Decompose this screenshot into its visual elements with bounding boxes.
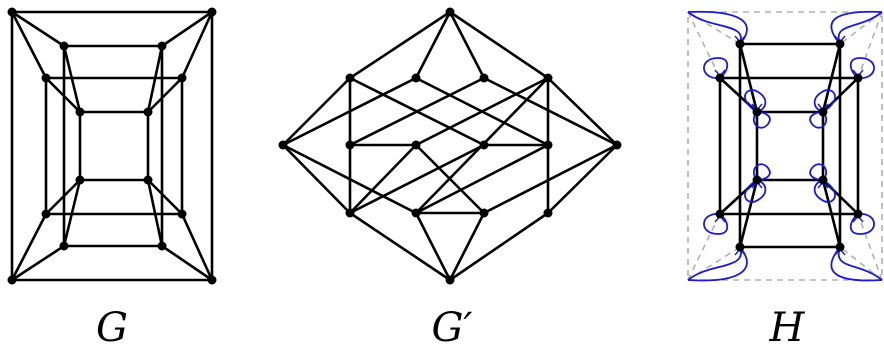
graph-g [7,7,217,285]
label-h: H [769,305,806,351]
graph-g-prime [278,7,622,285]
label-g-prime: G′ [431,305,472,351]
label-g: G [96,305,128,351]
graph-h [687,10,883,282]
